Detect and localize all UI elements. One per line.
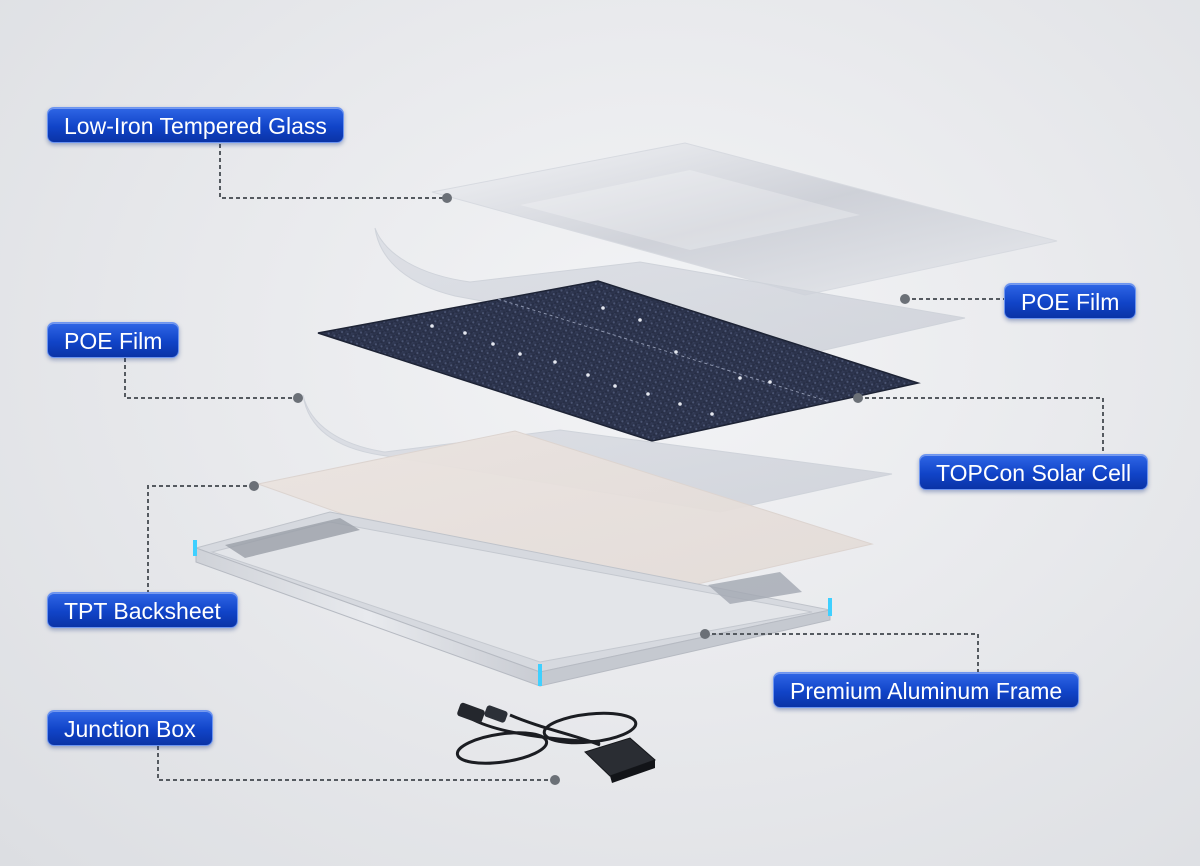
cell-divider xyxy=(497,298,831,403)
label-tpt-backsheet: TPT Backsheet xyxy=(47,592,238,628)
solar-cell-layer xyxy=(317,280,921,442)
label-low-iron-tempered-glass: Low-Iron Tempered Glass xyxy=(47,107,344,143)
label-topcon-solar-cell: TOPCon Solar Cell xyxy=(919,454,1149,490)
leader-lines xyxy=(124,144,1104,781)
leader-frame xyxy=(705,633,979,672)
glass-layer xyxy=(431,142,1058,296)
poe-film-bottom-layer xyxy=(302,394,893,513)
leader-cell xyxy=(858,397,1104,455)
leader-dots xyxy=(249,193,910,785)
label-poe-film-bottom: POE Film xyxy=(47,322,180,358)
aluminum-frame xyxy=(193,511,832,687)
label-poe-film-top: POE Film xyxy=(1004,283,1137,319)
poe-film-top-layer xyxy=(374,227,966,359)
junction-box-illustration xyxy=(455,702,656,783)
leader-poe-bottom xyxy=(124,358,298,399)
leader-glass xyxy=(219,144,447,199)
label-premium-aluminum-frame: Premium Aluminum Frame xyxy=(773,672,1080,708)
label-junction-box: Junction Box xyxy=(47,710,213,746)
glass-reflection xyxy=(520,170,860,250)
leader-backsheet xyxy=(147,485,254,592)
cell-busbar-dots xyxy=(430,306,772,416)
